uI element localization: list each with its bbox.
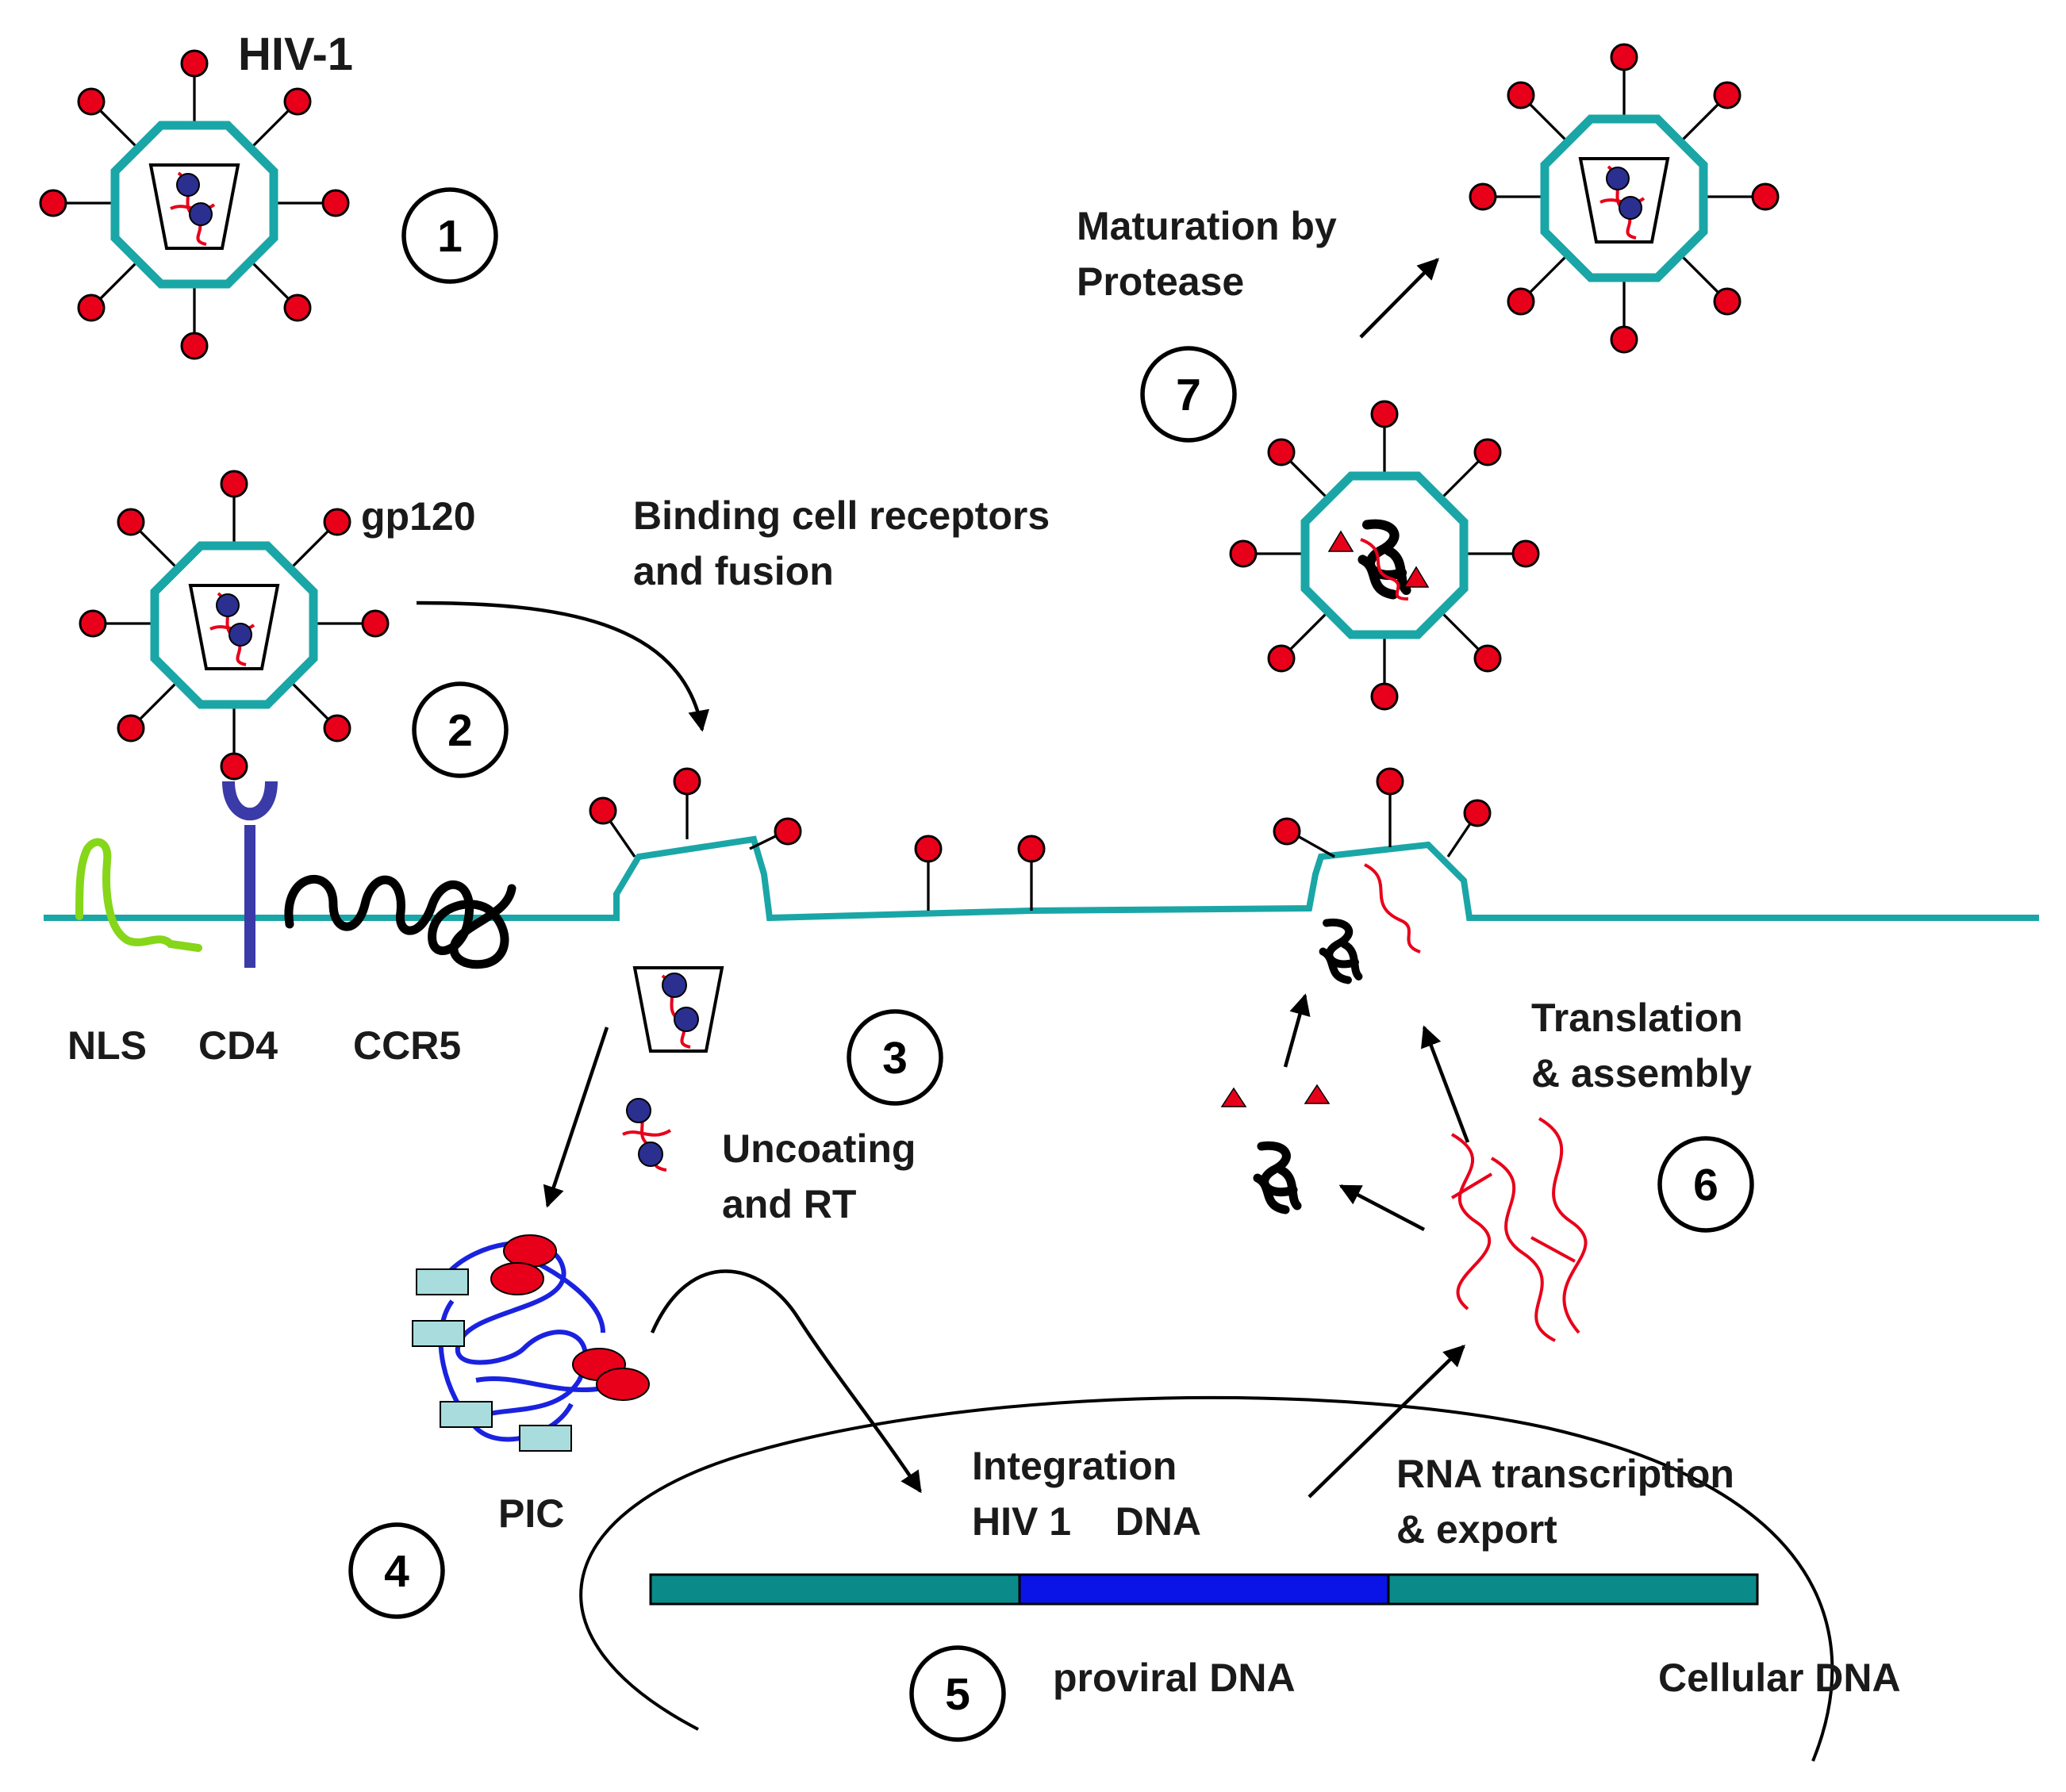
svg-text:7: 7	[1176, 370, 1201, 420]
cd4-label: CD4	[198, 1023, 278, 1068]
gag-protein-icon	[1258, 1145, 1297, 1210]
maturation-label-line2: Protease	[1077, 259, 1244, 304]
step-5-marker: 5	[909, 1645, 1006, 1742]
svg-text:6: 6	[1693, 1160, 1718, 1211]
step-1-marker: 1	[401, 187, 498, 284]
host-dna-bar	[649, 1573, 1759, 1606]
viral-rna-icon	[1450, 1117, 1588, 1342]
released-capsid-icon	[632, 966, 724, 1053]
nucleus-envelope	[579, 1395, 1834, 1762]
gag-to-bud-arrow	[1283, 993, 1311, 1068]
integration-label-line1: Integration	[972, 1444, 1177, 1488]
step-2-marker: 2	[412, 681, 509, 778]
uncoating-label-line2: and RT	[722, 1182, 856, 1226]
svg-text:5: 5	[945, 1669, 970, 1720]
rna-transcription-label-line2: & export	[1396, 1507, 1557, 1552]
mature-virion-icon	[1470, 44, 1778, 352]
integration-label-line2: HIV 1 DNA	[972, 1499, 1201, 1544]
pic-complex-icon	[412, 1234, 650, 1452]
fusion-gp120-spikes	[589, 767, 1046, 911]
export-arrow	[1308, 1345, 1465, 1498]
proviral-dna-segment	[1018, 1573, 1390, 1606]
svg-text:4: 4	[384, 1546, 409, 1597]
nls-label: NLS	[67, 1023, 147, 1068]
uncoating-arrow	[543, 1026, 609, 1208]
svg-text:3: 3	[882, 1033, 908, 1084]
rna-to-bud-arrow	[1420, 1025, 1470, 1143]
binding-label-line1: Binding cell receptors	[633, 493, 1050, 538]
immature-virion-icon	[1229, 400, 1540, 711]
maturation-label-line1: Maturation by	[1077, 204, 1337, 248]
hiv1-label: HIV-1	[238, 29, 353, 80]
pic-label: PIC	[498, 1491, 564, 1536]
rna-transcription-label-line1: RNA transcription	[1396, 1452, 1734, 1496]
translation-label-line1: Translation	[1531, 996, 1743, 1040]
proviral-dna-label: proviral DNA	[1053, 1656, 1296, 1700]
cd4-receptor-icon	[222, 781, 278, 968]
ccr5-label: CCR5	[353, 1023, 461, 1068]
ccr5-coreceptor-icon	[284, 874, 516, 969]
svg-text:2: 2	[447, 705, 473, 756]
gp120-label: gp120	[361, 494, 476, 539]
binding-label-line2: and fusion	[633, 549, 834, 593]
uncoated-rna-icon	[622, 1098, 672, 1172]
nls-signal-icon	[75, 838, 202, 952]
binding-arrow	[416, 601, 709, 732]
translation-label-line2: & assembly	[1531, 1051, 1752, 1096]
uncoating-label-line1: Uncoating	[722, 1126, 916, 1171]
rna-to-gag-arrow	[1338, 1184, 1426, 1231]
step-7-marker: 7	[1140, 346, 1237, 443]
pic-to-nucleus-arrow	[650, 1269, 922, 1494]
binding-virion-icon	[80, 471, 388, 779]
hiv-virion-icon	[40, 51, 348, 359]
step-3-marker: 3	[847, 1009, 943, 1106]
cellular-dna-label: Cellular DNA	[1658, 1656, 1901, 1700]
protease-triangle-icon	[1220, 1084, 1331, 1107]
svg-text:1: 1	[437, 211, 463, 262]
step-6-marker: 6	[1657, 1136, 1754, 1233]
assembly-bud-icon	[1273, 767, 1492, 980]
maturation-arrow	[1359, 258, 1439, 339]
step-4-marker: 4	[348, 1522, 445, 1619]
